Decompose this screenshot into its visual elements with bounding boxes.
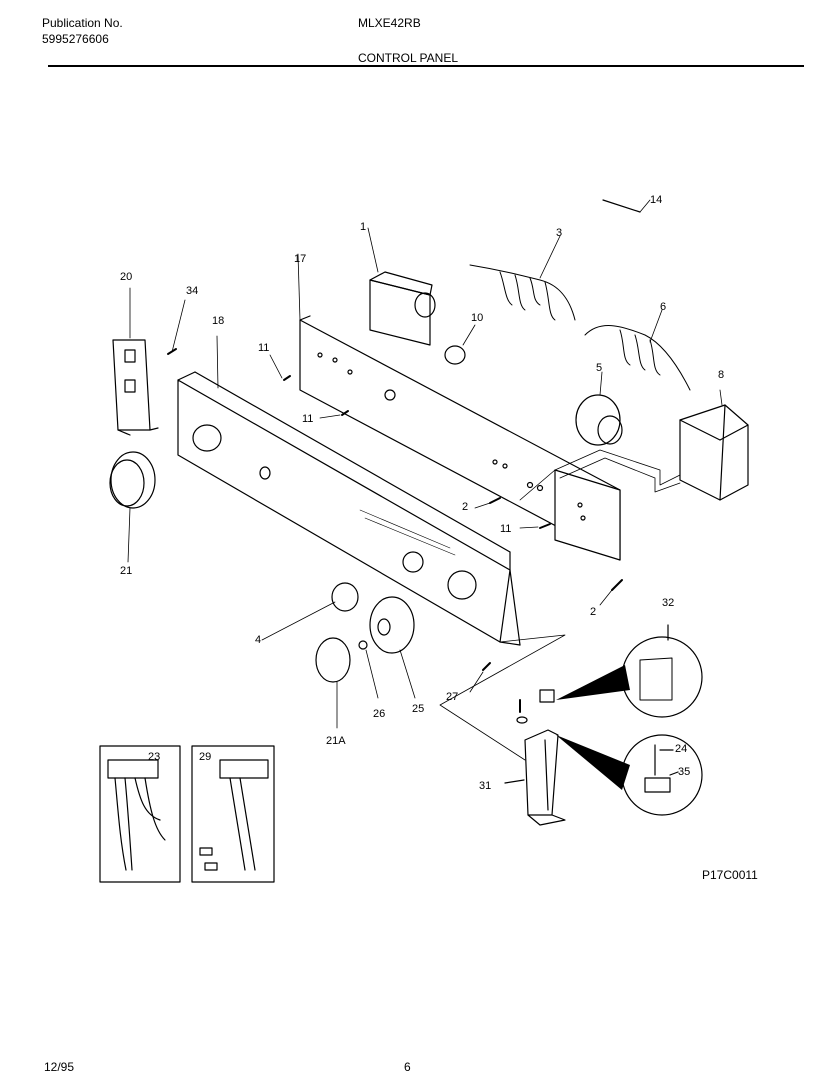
callout-2b: 2 (590, 606, 596, 618)
callout-25: 25 (412, 703, 424, 715)
callout-5: 5 (596, 362, 602, 374)
model-number: MLXE42RB (358, 16, 421, 30)
header-rule (48, 65, 804, 67)
callout-4: 4 (255, 634, 261, 646)
callout-20: 20 (120, 271, 132, 283)
part-10-clip (444, 324, 476, 365)
part-8-switch-box (554, 389, 749, 501)
callout-24: 24 (675, 743, 687, 755)
part-21a-knob (315, 637, 351, 729)
callout-21: 21 (120, 565, 132, 577)
part-26-washer (358, 640, 379, 699)
callout-29: 29 (199, 751, 211, 763)
callout-26: 26 (373, 708, 385, 720)
part-14-jumper (602, 199, 651, 213)
callout-21a: 21A (326, 735, 346, 747)
part-29-detail-box (191, 745, 275, 883)
callout-31: 31 (479, 780, 491, 792)
leader-lines (269, 354, 613, 761)
part-20-side-bracket (112, 287, 186, 436)
part-21-knob (109, 451, 156, 563)
footer-date: 12/95 (44, 1060, 75, 1074)
callout-17: 17 (294, 253, 306, 265)
page-number: 6 (404, 1060, 411, 1074)
callout-3: 3 (556, 227, 562, 239)
part-4-knob (261, 582, 359, 641)
callout-11b: 11 (302, 413, 313, 425)
part-18-console-panel (177, 335, 521, 646)
callout-1: 1 (360, 221, 366, 233)
callout-35: 35 (678, 766, 690, 778)
publication-label: Publication No. (42, 16, 123, 30)
callout-6: 6 (660, 301, 666, 313)
part-5-pressure-switch (575, 371, 623, 446)
part-31-bracket (504, 624, 703, 826)
part-1-timer (367, 227, 436, 346)
callout-14: 14 (650, 194, 662, 206)
part-25-dial (369, 596, 416, 699)
callout-10: 10 (471, 312, 483, 324)
part-23-detail-box (99, 745, 181, 883)
part-17-rear-panel (297, 253, 621, 561)
part-3-harness (469, 235, 576, 321)
callout-11a: 11 (258, 342, 269, 354)
callout-32: 32 (662, 597, 674, 609)
callout-18: 18 (212, 315, 224, 327)
callout-2a: 2 (462, 501, 468, 513)
callout-11c: 11 (500, 523, 511, 535)
part-6-harness (584, 309, 691, 391)
callout-34: 34 (186, 285, 198, 297)
section-title: CONTROL PANEL (358, 51, 459, 65)
callout-27: 27 (446, 691, 458, 703)
callout-8: 8 (718, 369, 724, 381)
diagram-code: P17C0011 (702, 868, 758, 882)
publication-number: 5995276606 (42, 32, 109, 46)
callout-23: 23 (148, 751, 160, 763)
screws (283, 375, 623, 671)
